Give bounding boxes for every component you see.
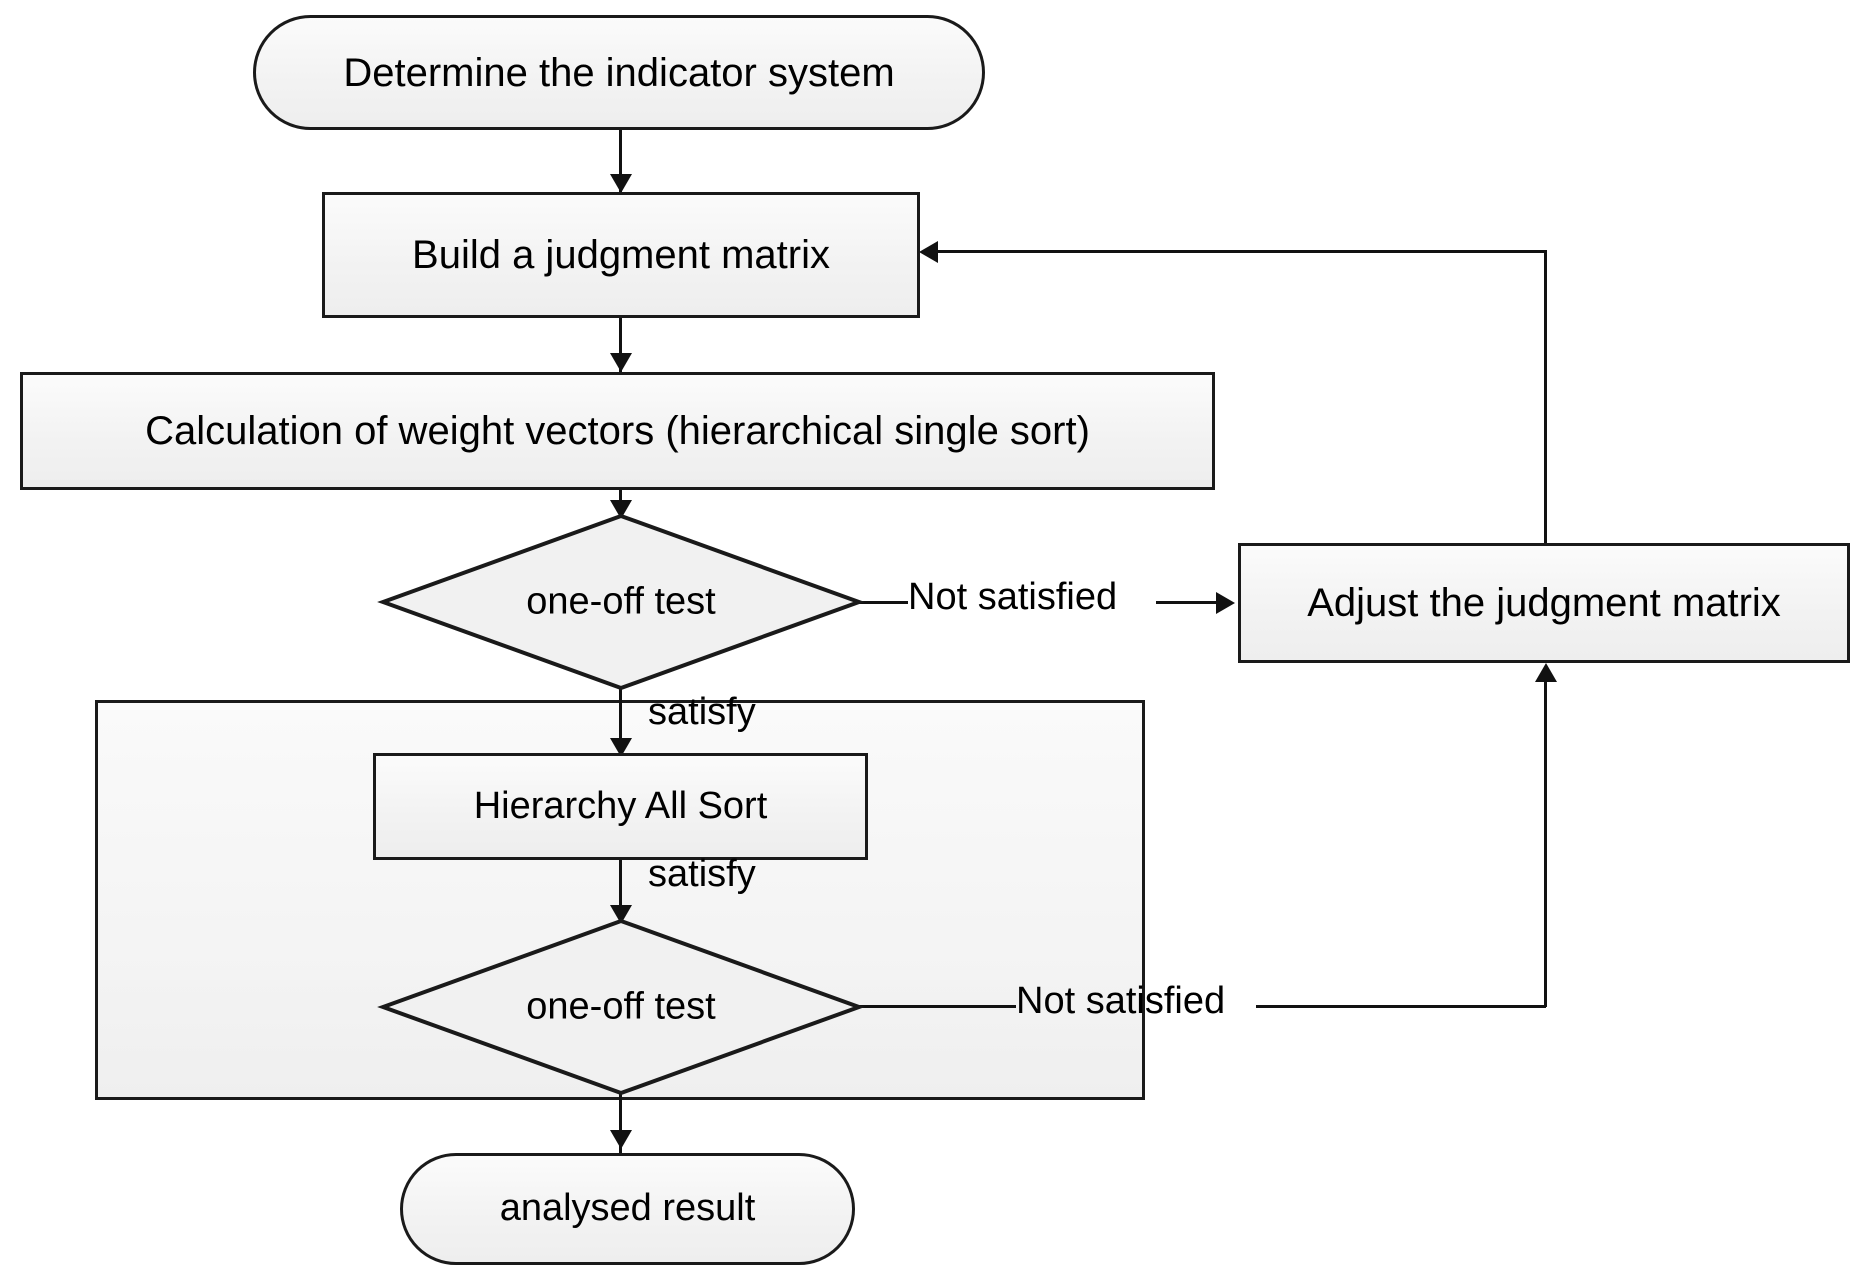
node-hierarchy-all-sort-label: Hierarchy All Sort [473,784,768,827]
edge-adjust-to-build-arrowhead [919,241,938,263]
node-determine-indicator-system-label: Determine the indicator system [343,50,895,95]
node-calculation-weight-vectors[interactable]: Calculation of weight vectors (hierarchi… [20,372,1215,490]
edge-test-upper-satisfy-arrowhead [610,738,632,757]
edge-start-to-build-arrowhead [610,174,632,193]
edge-hierarchy-to-test-lower [619,860,622,928]
edge-adjust-to-build-vertical [1544,250,1547,545]
edge-build-to-calc-arrowhead [610,353,632,372]
node-one-off-test-upper[interactable]: one-off test [377,513,865,691]
edge-test-lower-to-result [619,1094,622,1154]
node-calculation-weight-vectors-label: Calculation of weight vectors (hierarchi… [145,409,1090,453]
node-adjust-judgment-matrix-label: Adjust the judgment matrix [1307,581,1781,625]
node-build-judgment-matrix-label: Build a judgment matrix [412,233,830,277]
node-analysed-result[interactable]: analysed result [400,1153,855,1265]
edge-test-upper-satisfy-vertical [619,689,622,761]
edge-test-upper-not-satisfied-left-segment [858,601,908,604]
diamond-shape-upper [377,513,865,691]
edge-test-lower-to-adjust-vertical [1544,682,1547,1007]
edge-build-to-calc [619,318,622,376]
edge-label-not-satisfied-upper: Not satisfied [908,576,1118,618]
edge-adjust-to-build-horizontal [938,250,1547,253]
node-adjust-judgment-matrix[interactable]: Adjust the judgment matrix [1238,543,1850,663]
node-build-judgment-matrix[interactable]: Build a judgment matrix [322,192,920,318]
node-analysed-result-label: analysed result [499,1187,756,1230]
edge-label-not-satisfied-lower: Not satisfied [1016,980,1226,1022]
edge-test-lower-to-adjust-arrowhead [1535,663,1557,682]
edge-test-lower-not-satisfied-right-segment [1256,1005,1546,1008]
node-hierarchy-all-sort[interactable]: Hierarchy All Sort [373,753,868,860]
edge-label-satisfy-lower: satisfy [648,853,756,895]
edge-test-upper-not-satisfied-right-segment [1156,601,1222,604]
edge-calc-to-test-upper-arrowhead [610,500,632,519]
diamond-shape-lower [377,918,865,1096]
node-determine-indicator-system[interactable]: Determine the indicator system [253,15,985,130]
edge-start-to-build [619,130,622,196]
edge-test-lower-not-satisfied-left-segment [858,1005,1016,1008]
edge-test-upper-to-adjust-arrowhead [1216,592,1235,614]
edge-hierarchy-to-test-lower-arrowhead [610,905,632,924]
node-one-off-test-lower[interactable]: one-off test [377,918,865,1096]
edge-label-satisfy-upper: satisfy [648,691,756,733]
edge-test-lower-to-result-arrowhead [610,1130,632,1149]
